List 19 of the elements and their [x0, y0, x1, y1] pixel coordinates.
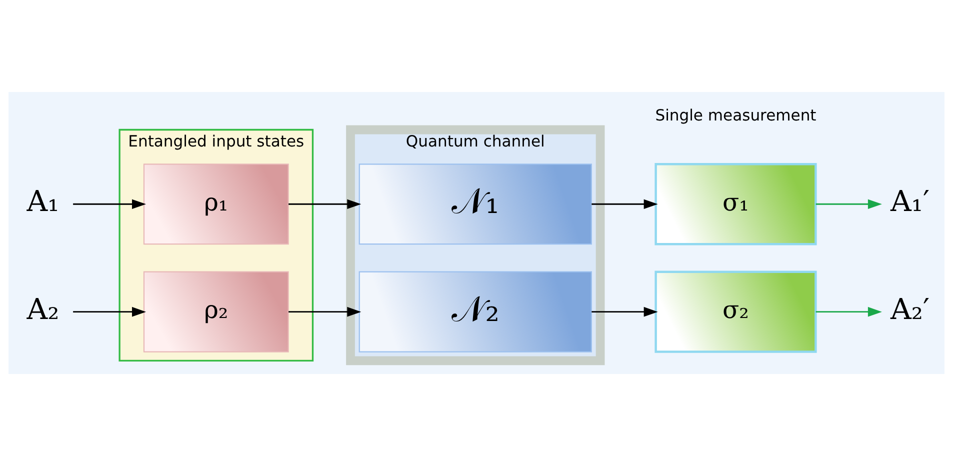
node-box: σ₂ [654, 270, 817, 353]
arrow [73, 199, 146, 210]
node-box: 𝒩₂ [358, 271, 592, 352]
node-box: ρ₁ [143, 164, 289, 245]
arrow [592, 306, 658, 317]
node-text: A₂′ [890, 292, 930, 326]
node-box: σ₁ [654, 163, 817, 246]
arrow [73, 306, 146, 317]
node-text: A₁′ [890, 184, 930, 218]
arrow [288, 306, 362, 317]
arrow [592, 199, 658, 210]
arrow [288, 199, 362, 210]
node-text: A₂ [26, 292, 60, 326]
node-text: A₁ [26, 184, 60, 218]
node-box: ρ₂ [143, 271, 289, 352]
arrow [816, 199, 882, 210]
node-box: 𝒩₁ [358, 164, 592, 245]
label: Single measurement [655, 106, 816, 125]
arrow [816, 306, 882, 317]
